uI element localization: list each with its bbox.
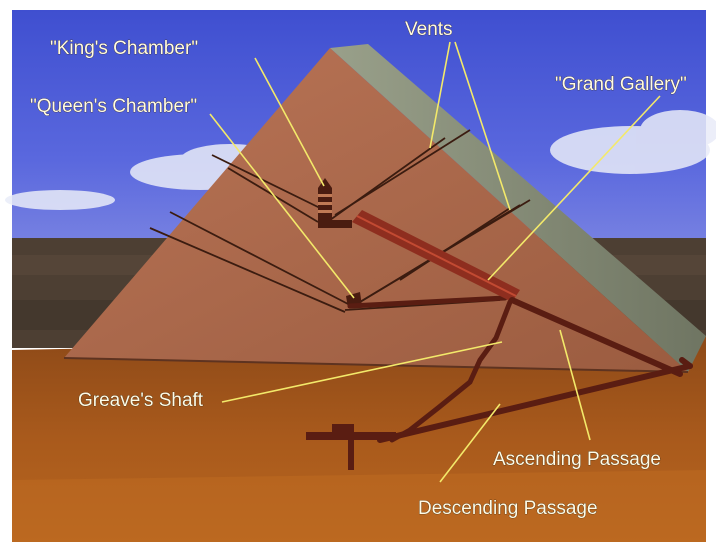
label-vents: Vents (405, 19, 453, 40)
label-descending-passage: Descending Passage (418, 498, 598, 519)
label-grand-gallery: "Grand Gallery" (555, 74, 687, 95)
label-kings-chamber: "King's Chamber" (50, 38, 198, 59)
label-greaves-shaft: Greave's Shaft (78, 390, 204, 411)
label-ascending-passage: Ascending Passage (493, 449, 661, 470)
label-queens-chamber: "Queen's Chamber" (30, 96, 197, 117)
